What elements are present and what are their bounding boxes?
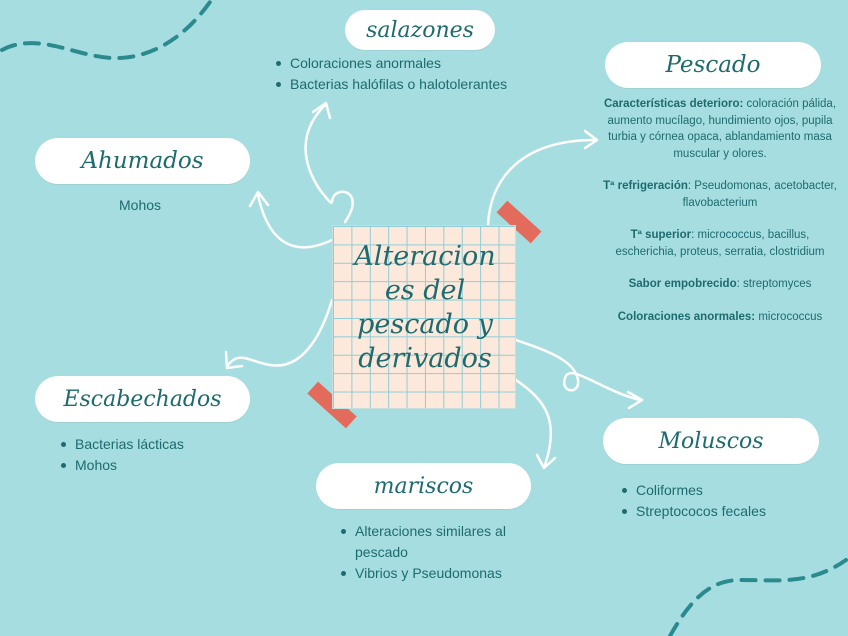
center-title-line-4: derivados [358,343,492,374]
pescado-block-superior: Tª superior: micrococcus, bacillus, esch… [615,229,825,258]
ahumados-title: Ahumados [81,148,204,174]
list-item: Mohos [61,455,184,476]
decorative-dashed-curve-bottom [668,558,848,636]
pescado-details: Características deterioro: coloración pá… [602,96,838,341]
arrow-to-ahumados [256,193,334,249]
arrow-to-moluscos [514,338,642,402]
pescado-title: Pescado [665,52,761,78]
moluscos-title: Moluscos [658,428,764,454]
arrow-to-escabechados [226,298,334,367]
list-item: Streptococos fecales [622,501,766,522]
pescado-block-coloraciones: Coloraciones anormales: micrococcus [617,310,823,323]
ahumados-pill: Ahumados [35,138,250,184]
list-item: Bacterias halófilas o halotolerantes [275,74,507,95]
mariscos-list: Alteraciones similares al pescado Vibrio… [339,521,539,584]
moluscos-pill: Moluscos [603,418,819,464]
pescado-block-sabor: Sabor empobrecido: streptomyces [628,278,812,290]
pescado-block-refrigeracion: Tª refrigeración: Pseudomonas, acetobact… [603,180,837,209]
center-title-line-1: Alteracion [354,241,496,272]
ahumados-text: Mohos [119,197,162,213]
arrow-to-salazones [304,103,354,224]
pescado-pill: Pescado [605,42,821,88]
list-item: Coliformes [622,480,766,501]
list-item: Vibrios y Pseudomonas [341,563,539,584]
mariscos-title: mariscos [373,473,474,499]
escabechados-pill: Escabechados [35,376,250,422]
list-item: Bacterias lácticas [61,434,184,455]
center-title-line-2: es del [384,275,466,306]
center-note: Alteracion es del pescado y derivados [332,225,516,409]
arrow-to-mariscos [514,378,553,467]
salazones-title: salazones [366,17,474,43]
pescado-block-deterioro: Características deterioro: coloración pá… [603,98,837,160]
salazones-pill: salazones [345,10,495,50]
moluscos-list: Coliformes Streptococos fecales [620,480,766,522]
list-item: Alteraciones similares al pescado [341,521,539,563]
arrow-to-pescado [486,138,597,227]
escabechados-list: Bacterias lácticas Mohos [59,434,184,476]
escabechados-title: Escabechados [63,386,222,412]
list-item: Coloraciones anormales [275,53,507,74]
decorative-dashed-curve-top [0,0,212,61]
center-title-line-3: pescado y [357,309,493,340]
tape-top-right [496,200,542,244]
salazones-list: Coloraciones anormales Bacterias halófil… [274,53,507,95]
center-title: Alteracion es del pescado y derivados [333,240,517,376]
mariscos-pill: mariscos [316,463,531,509]
